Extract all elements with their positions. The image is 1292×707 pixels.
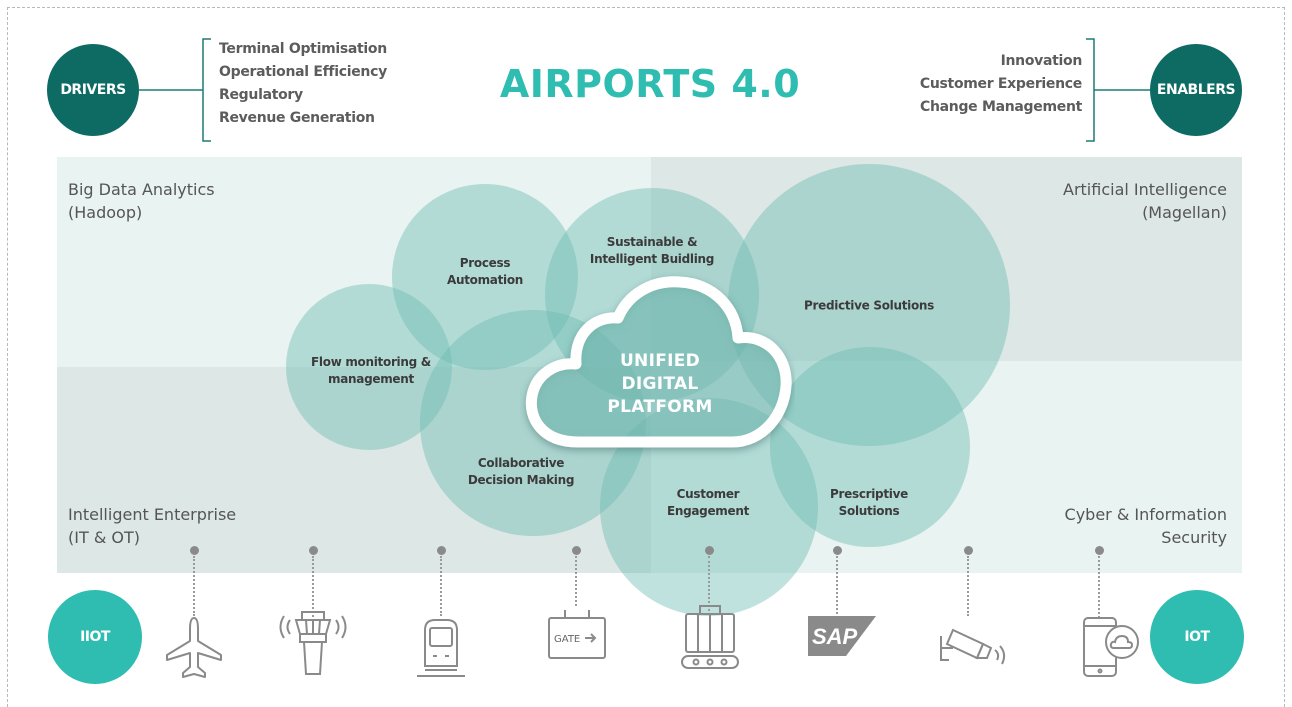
iiot-badge: IIOT: [48, 590, 142, 684]
control-tower-icon: [276, 604, 350, 678]
gate-sign-icon: GATE: [545, 606, 609, 666]
pin: [833, 546, 842, 555]
enablers-list: Innovation Customer Experience Change Ma…: [920, 50, 1082, 119]
page-title: AIRPORTS 4.0: [499, 62, 801, 106]
svg-text:GATE: GATE: [554, 634, 580, 645]
drivers-badge: DRIVERS: [47, 44, 139, 136]
drivers-bracket: [139, 38, 211, 142]
enabler-item: Customer Experience: [919, 76, 1082, 92]
quadrant-big-data: [57, 157, 651, 367]
enabler-item: Innovation: [1000, 53, 1083, 69]
flow-monitoring-bubble: [286, 284, 452, 450]
sap-logo: SAP: [806, 614, 878, 658]
quadrant-ai: [651, 157, 1242, 361]
driver-item: Operational Efficiency: [219, 64, 387, 80]
prescriptive-bubble: [770, 347, 970, 547]
big-data-label: Big Data Analytics(Hadoop): [68, 180, 215, 222]
enablers-bracket: [1086, 38, 1160, 142]
train-icon: [413, 614, 469, 680]
cloud-icon: [525, 276, 792, 448]
airplane-icon: [163, 615, 225, 681]
driver-item: Terminal Optimisation: [219, 41, 387, 57]
pin: [309, 546, 318, 555]
enabler-item: Change Management: [920, 99, 1082, 115]
iot-badge: IOT: [1150, 590, 1244, 684]
ai-label: Artificial Intelligence(Magellan): [1063, 180, 1227, 222]
flow-monitoring-label: Flow monitoring &management: [311, 355, 431, 386]
drivers-list: Terminal Optimisation Operational Effici…: [219, 38, 387, 130]
smartphone-cloud-icon: [1078, 614, 1144, 680]
pin: [190, 546, 199, 555]
predictive-label: Predictive Solutions: [804, 298, 934, 313]
intelligent-enterprise-label: Intelligent Enterprise(IT & OT): [68, 505, 237, 547]
pin: [572, 546, 581, 555]
baggage-carousel-icon: [678, 600, 742, 672]
driver-item: Regulatory: [219, 87, 303, 103]
pin: [705, 546, 714, 555]
dashed-frame: [7, 7, 1285, 707]
svg-text:SAP: SAP: [812, 624, 858, 649]
driver-item: Revenue Generation: [219, 110, 375, 126]
pin: [1095, 546, 1104, 555]
process-automation-bubble: [392, 184, 578, 370]
pin: [964, 546, 973, 555]
pin: [437, 546, 446, 555]
cctv-camera-icon: [937, 614, 1013, 670]
enablers-badge: ENABLERS: [1150, 44, 1242, 136]
sustainable-building-label: Sustainable &Intelligent Buidling: [589, 235, 715, 266]
